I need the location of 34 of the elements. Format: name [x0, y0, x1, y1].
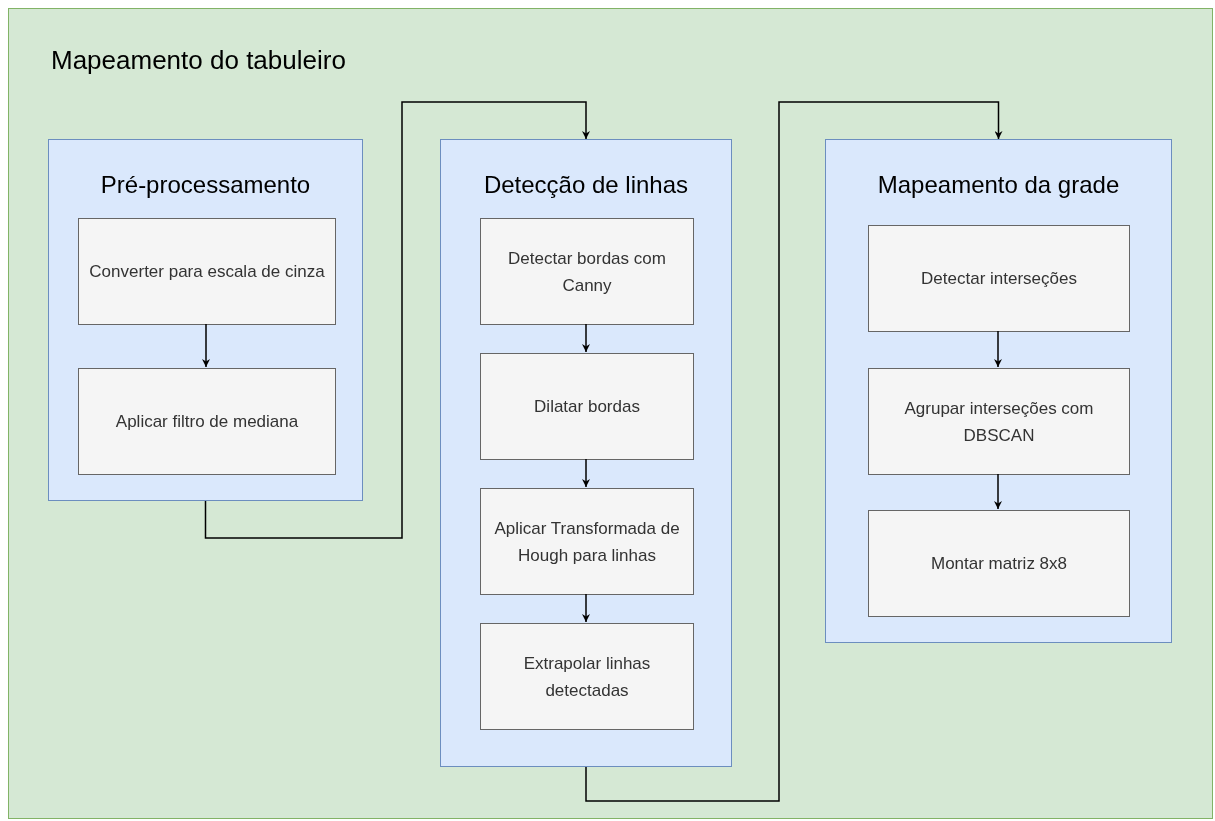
step-label: Dilatar bordas [534, 396, 640, 418]
arrow [585, 101, 1003, 802]
step-label: Converter para escala de cinza [89, 261, 325, 283]
arrow [204, 101, 590, 539]
process-box [480, 218, 694, 325]
arrow [582, 323, 590, 353]
process-box [868, 368, 1130, 475]
stage-title: Mapeamento da grade [876, 171, 1121, 199]
step-label: Agrupar interseções com DBSCAN [903, 397, 1095, 447]
process-box [868, 510, 1130, 617]
arrow [202, 323, 210, 368]
process-box [480, 353, 694, 460]
stage-panel [48, 139, 363, 501]
stage-title: Detecção de linhas [482, 171, 690, 199]
step-label: Extrapolar linhas detectadas [522, 652, 652, 702]
stage-panel [825, 139, 1172, 643]
process-box [78, 368, 336, 475]
arrow [582, 458, 590, 488]
process-box [868, 225, 1130, 332]
arrow [994, 473, 1002, 510]
stage-title: Pré-processamento [99, 171, 312, 199]
step-label: Detectar interseções [921, 268, 1077, 290]
process-box [78, 218, 336, 325]
step-label: Montar matriz 8x8 [930, 553, 1067, 575]
process-box [480, 623, 694, 730]
group-label: Mapeamento do tabuleiro [51, 45, 346, 76]
step-label: Aplicar Transformada de Hough para linhas [493, 517, 681, 567]
step-label: Detectar bordas com Canny [507, 247, 667, 297]
stage-panel [440, 139, 732, 767]
step-label: Aplicar filtro de mediana [115, 411, 299, 433]
process-box [480, 488, 694, 595]
arrow [582, 593, 590, 623]
arrow [994, 330, 1002, 368]
diagram-frame [8, 8, 1213, 819]
